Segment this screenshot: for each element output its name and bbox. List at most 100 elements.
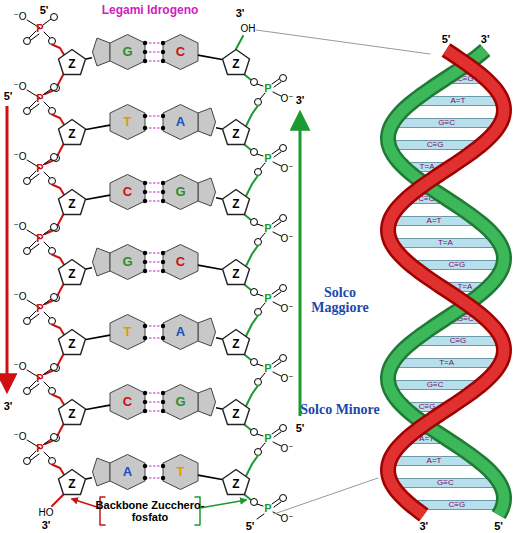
text-label: O⁻ <box>280 93 293 104</box>
bond-dot <box>161 324 165 328</box>
base-pair-bar: C≡G <box>404 402 451 412</box>
phosphate-bond <box>273 372 281 376</box>
bond-dot <box>161 391 165 395</box>
bond-line <box>145 191 163 192</box>
backbone-link <box>245 495 251 500</box>
phosphate-bond <box>43 89 51 95</box>
bond-dot <box>161 126 165 130</box>
bond-line <box>145 51 163 52</box>
glycosidic-bond <box>198 55 222 59</box>
backbone-link <box>52 115 64 125</box>
bond-dot <box>161 260 165 264</box>
bond-dot <box>143 190 147 194</box>
bond-line <box>145 115 163 116</box>
oxygen-atom <box>251 289 258 296</box>
phosphate-double-bond <box>272 429 279 434</box>
text-label: 3' <box>42 519 51 531</box>
sugar-letter: Z <box>58 123 86 145</box>
text-label: ⁻O <box>13 221 26 232</box>
pair-text: C≡G <box>390 141 480 149</box>
phosphate-double-bond <box>29 451 36 458</box>
text-label: ⁻O <box>13 291 26 302</box>
hexagon-ring <box>110 385 145 420</box>
oxygen-atom <box>251 359 258 366</box>
purine-base: A <box>163 314 216 350</box>
bond-dot <box>161 400 165 404</box>
hydrogen-bond <box>143 50 165 54</box>
phosphate-bond <box>43 299 51 305</box>
bond-line <box>198 55 222 59</box>
backbone-link <box>52 465 64 475</box>
phosphate-bond <box>273 442 281 446</box>
hydrogen-bond <box>143 260 165 264</box>
phosphate-double-bond <box>31 34 39 40</box>
text-label: 5' <box>40 4 49 16</box>
phosphate-bond <box>260 163 265 169</box>
oxygen-atom <box>49 388 56 395</box>
sugar-ring: Z <box>58 329 86 355</box>
glycosidic-bond <box>216 408 222 409</box>
text-label: 5' <box>494 520 503 532</box>
hexagon-ring <box>110 105 145 140</box>
sugar-letter: Z <box>222 123 250 145</box>
purine-base: G <box>92 244 145 280</box>
hydrogen-bond <box>143 400 165 404</box>
helix-strand <box>388 50 504 515</box>
base-letter: C <box>110 384 145 420</box>
oxygen-atom <box>280 495 287 502</box>
bond-line <box>86 125 110 129</box>
hydrogen-bond <box>143 409 165 413</box>
oxygen-atom <box>251 499 258 506</box>
base-pair-bar: T=A <box>393 358 501 368</box>
bond-dot <box>161 50 165 54</box>
pair-text: G≡C <box>446 315 485 323</box>
pair-text: T=A <box>392 239 498 247</box>
base-pair-bar: G≡C <box>389 380 481 390</box>
base-pair-bar: T=A <box>391 238 499 248</box>
oxygen-atom <box>280 285 287 292</box>
oxygen-atom <box>280 215 287 222</box>
text-label: 3' <box>296 94 305 106</box>
phosphate-bond <box>44 32 50 38</box>
base-pair-bar: A=T <box>390 216 479 226</box>
oxygen-atom <box>251 79 258 86</box>
sugar-ring: Z <box>222 469 250 495</box>
base-letter: G <box>163 174 198 210</box>
pointer-arrow <box>200 500 246 508</box>
backbone-link <box>52 395 64 405</box>
oxygen-atom <box>53 155 60 162</box>
text-label: P <box>264 502 271 514</box>
base-pair-bar: C≡G <box>389 140 481 150</box>
hexagon-ring <box>163 315 198 350</box>
bond-line <box>216 198 222 199</box>
phosphate-bond <box>44 172 50 178</box>
backbone-link <box>58 355 63 365</box>
direction-arrow <box>6 106 9 390</box>
phosphate-bond <box>43 369 51 375</box>
phosphate-double-bond <box>29 31 36 38</box>
base-pair-bar: A=T <box>390 456 479 466</box>
sugar-letter: Z <box>222 333 250 355</box>
base-pair-bar: T=A <box>404 162 451 172</box>
backbone-link <box>58 285 63 295</box>
oxygen-atom <box>24 318 31 325</box>
backbone-link <box>52 255 64 265</box>
text-label: 3' <box>236 7 245 19</box>
bond-dot <box>161 199 165 203</box>
base-letter: C <box>110 174 145 210</box>
hexagon-ring <box>163 385 198 420</box>
bond-dot <box>143 391 147 395</box>
text-label: ⁻O <box>13 11 26 22</box>
text-label: 3' <box>4 400 13 412</box>
text-label: O⁻ <box>280 303 293 314</box>
base-pair-bar: C≡G <box>406 194 447 204</box>
phosphate-bond <box>44 312 50 318</box>
pentagon-ring <box>198 108 216 136</box>
phosphate-bond <box>44 382 50 388</box>
base-outline <box>163 174 216 210</box>
text-label: O⁻ <box>280 513 293 524</box>
bond-line <box>145 325 163 326</box>
text-label: HO <box>39 507 54 518</box>
